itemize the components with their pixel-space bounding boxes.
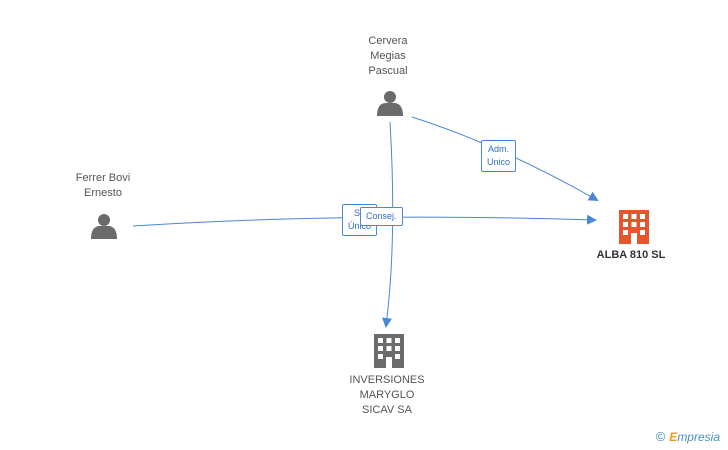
node-label-line: Ernesto bbox=[84, 187, 122, 199]
edge-label-line: So bbox=[348, 207, 371, 220]
node-label-inversiones[interactable]: INVERSIONES MARYGLO SICAV SA bbox=[349, 373, 424, 418]
node-label-ferrer[interactable]: Ferrer Bovi Ernesto bbox=[76, 171, 130, 201]
edge-label-line: Adm. bbox=[488, 144, 510, 154]
building-icon[interactable] bbox=[374, 334, 404, 368]
node-label-line: INVERSIONES bbox=[349, 374, 425, 386]
edge-label-consej[interactable]: Consej. bbox=[360, 207, 403, 226]
edge-cervera-to-inversiones bbox=[382, 121, 394, 328]
person-icon[interactable] bbox=[377, 91, 403, 116]
edge-label-adm-unico[interactable]: Adm. Unico bbox=[481, 140, 517, 172]
node-label-line: Pascual bbox=[368, 65, 408, 77]
edge-label-line: Único bbox=[348, 221, 372, 231]
person-icon[interactable] bbox=[91, 214, 117, 239]
brand-logo-text: mpresia bbox=[677, 430, 720, 444]
edge-label-line: Unico bbox=[487, 157, 511, 167]
edge-label-line: Consej. bbox=[366, 211, 397, 221]
copyright-symbol: © bbox=[655, 429, 666, 444]
node-label-cervera[interactable]: Cervera Megias Pascual bbox=[368, 34, 407, 79]
node-label-line: SICAV SA bbox=[362, 404, 412, 416]
node-label-line: Ferrer Bovi bbox=[75, 172, 131, 184]
node-label-line: Megias bbox=[370, 50, 406, 62]
brand-logo-initial: E bbox=[669, 430, 678, 444]
empresia-watermark: ©Empresia bbox=[656, 429, 720, 444]
node-label-line: Cervera bbox=[368, 35, 408, 47]
building-icon[interactable] bbox=[619, 210, 649, 244]
node-label-alba[interactable]: ALBA 810 SL bbox=[596, 249, 666, 261]
node-label-line: MARYGLO bbox=[359, 389, 415, 401]
